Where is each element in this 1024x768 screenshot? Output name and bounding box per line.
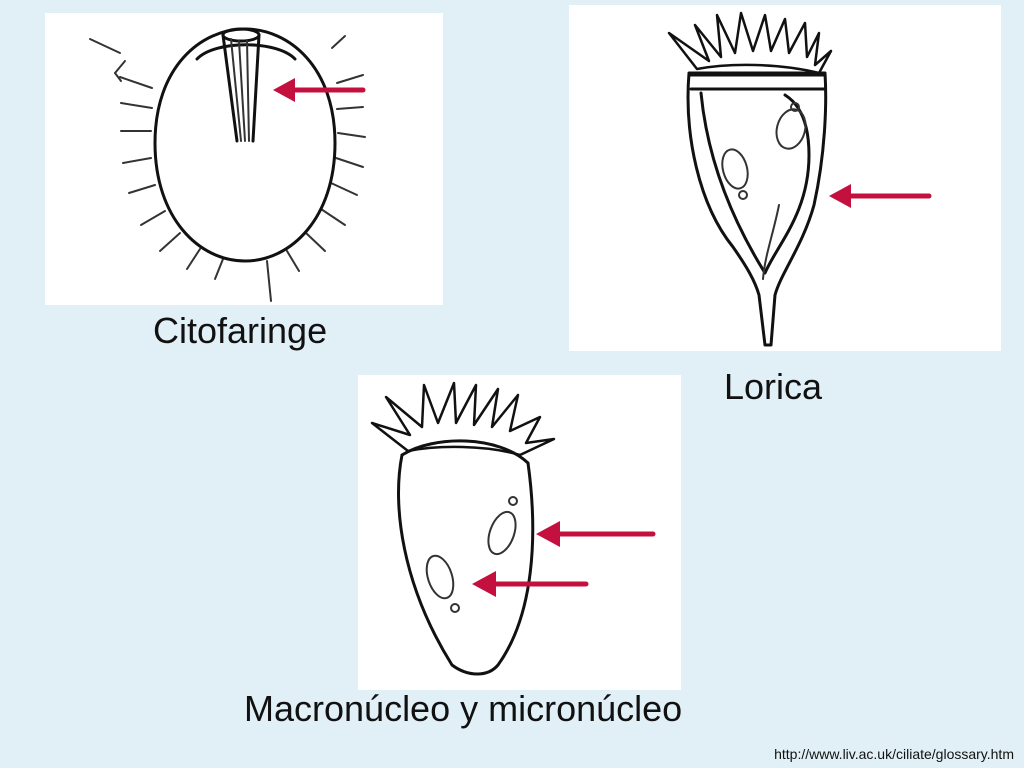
oral-opening [195,43,297,61]
oral-cilia [667,11,833,75]
zooid-body [699,91,811,275]
lorica-shell [686,71,828,347]
citofaringe-illustration [89,27,366,302]
nucleos-illustration [370,381,656,676]
cell-cilia [89,35,366,302]
cell-body [397,453,535,676]
caption-nucleos: Macronúcleo y micronúcleo [244,688,683,729]
figure-nucleos [358,375,681,690]
source-link[interactable]: http://www.liv.ac.uk/ciliate/glossary.ht… [774,746,1014,762]
cytopharynx [221,27,261,143]
lorica-nuclei [721,102,807,200]
lorica-rim [687,73,827,91]
caption-lorica: Lorica [724,366,823,407]
peristome-rim [400,439,530,465]
caption-citofaringe: Citofaringe [153,310,328,351]
lorica-illustration [667,11,932,347]
arrow-macronucleo [536,521,656,547]
figure-citofaringe [45,13,443,305]
micronucleus [450,496,518,613]
arrow-lorica [829,184,932,208]
figure-lorica [569,5,1001,351]
arrow-citofaringe [273,78,366,102]
cell-body [153,27,337,263]
zooid-fold [762,204,780,280]
oral-cilia [370,381,556,457]
macronucleus [425,510,517,600]
arrow-micronucleo [472,571,589,597]
